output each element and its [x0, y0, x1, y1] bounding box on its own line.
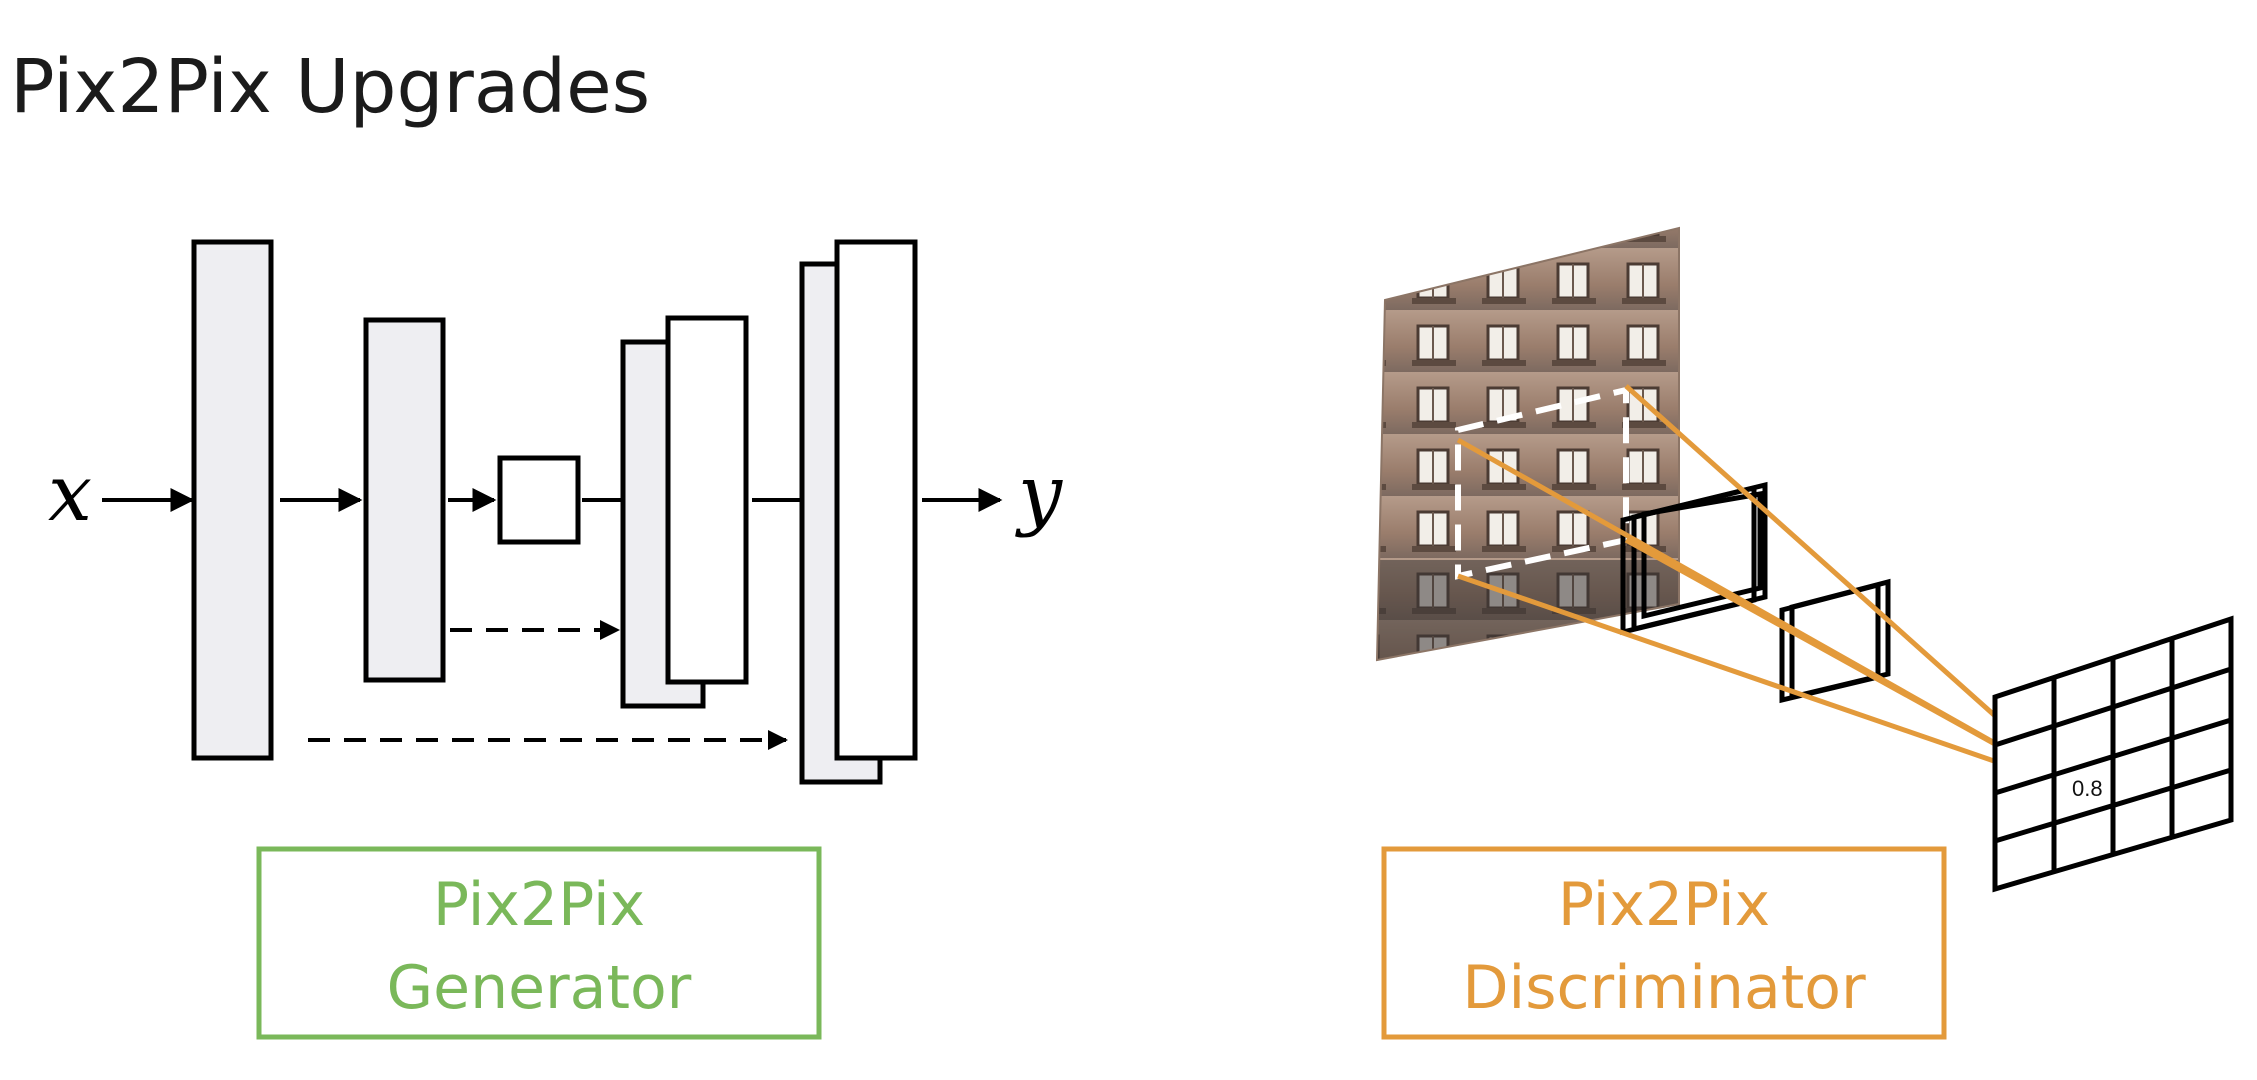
encoder-block-1	[191, 239, 274, 761]
page-title: Pix2Pix Upgrades	[10, 44, 650, 130]
encoder-block-2	[363, 317, 446, 683]
output-y-symbol: y	[1015, 449, 1063, 539]
decoder-block-2	[834, 239, 918, 761]
bottleneck-block	[497, 455, 581, 545]
input-x-symbol: x	[48, 449, 92, 539]
patch-output-grid	[1992, 615, 2234, 893]
discriminator-label-box	[1381, 846, 1947, 1040]
discriminator-label-line1: Pix2Pix	[1558, 870, 1770, 940]
decoder-block-1	[665, 315, 749, 685]
conv-layer-2	[1779, 578, 1891, 704]
patch-score-value: 0.8	[2072, 776, 2103, 801]
discriminator-label-line2: Discriminator	[1462, 953, 1866, 1023]
generator-label-line2: Generator	[387, 953, 692, 1023]
generator-diagram: x y Pix2Pix Generator	[48, 239, 1063, 1040]
generator-label-line1: Pix2Pix	[433, 870, 645, 940]
conv-layer-1	[1620, 481, 1768, 636]
discriminator-diagram: 0.8 Pix2Pix Discriminator	[1375, 226, 2234, 1040]
generator-label-box	[256, 846, 822, 1040]
